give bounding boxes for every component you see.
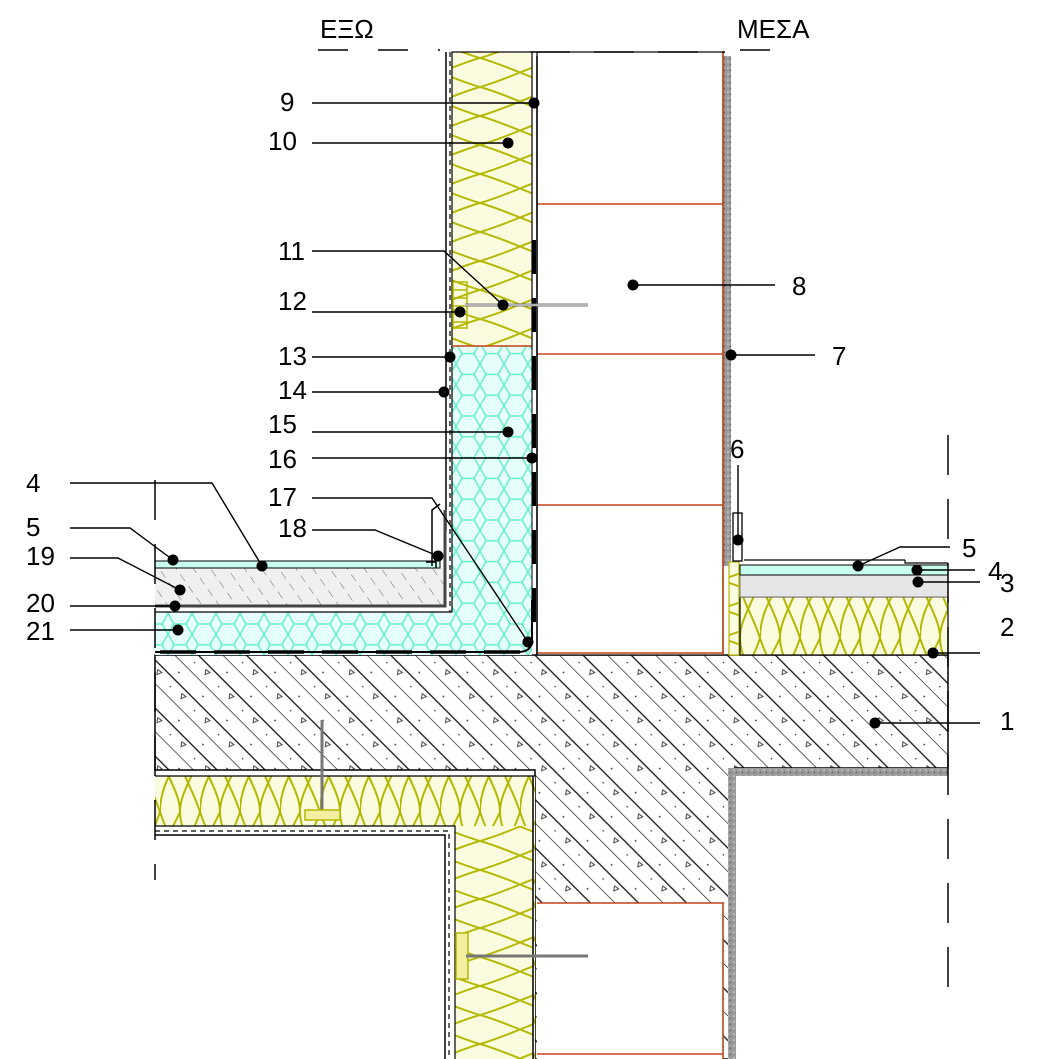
- callout-dot-c12: [454, 306, 466, 318]
- ceiling-plaster: [728, 768, 948, 1059]
- callout-label-c1: 1: [1000, 706, 1014, 736]
- leader-line-c18: [312, 529, 439, 557]
- callout-dot-c17: [522, 636, 534, 648]
- callout-label-c6: 6: [730, 434, 744, 464]
- callout-dot-c6: [732, 534, 744, 546]
- callout-dot-c16: [526, 452, 538, 464]
- callout-dot-c15: [502, 426, 514, 438]
- callout-label-c21: 21: [26, 616, 55, 646]
- callout-label-c4l: 4: [26, 468, 40, 498]
- callout-label-c10: 10: [268, 126, 297, 156]
- callout-label-c5l: 5: [26, 512, 40, 542]
- callout-label-c7: 7: [832, 341, 846, 371]
- callout-label-c14: 14: [278, 375, 307, 405]
- callout-label-c2: 2: [1000, 612, 1014, 642]
- callout-label-c4r: 4: [988, 556, 1002, 586]
- outside-label: ΕΞΩ: [320, 14, 374, 44]
- callout-label-c11: 11: [278, 236, 305, 266]
- leader-line-c5l: [70, 527, 174, 561]
- screed-outside: [155, 568, 445, 606]
- callout-label-c8: 8: [792, 271, 806, 301]
- callout-dot-c4r: [911, 564, 923, 576]
- inside-label: ΜΕΣΑ: [737, 14, 810, 44]
- callout-dot-c11: [497, 299, 509, 311]
- callout-dot-c7: [725, 349, 737, 361]
- leader-line-c17: [312, 497, 529, 643]
- leader-line-c19: [70, 557, 181, 591]
- leader-line-c5r: [857, 546, 950, 567]
- callout-label-c20: 20: [26, 588, 55, 618]
- callout-label-c17: 17: [268, 482, 297, 512]
- callout-label-c13: 13: [278, 341, 307, 371]
- interior-plaster: [723, 56, 731, 566]
- callout-dot-c3: [912, 576, 924, 588]
- callout-dot-c5r: [852, 560, 864, 572]
- callout-dot-c21: [172, 624, 184, 636]
- callout-label-c5r: 5: [962, 533, 976, 563]
- brick-wall-lower: [537, 903, 723, 1059]
- callout-label-c12: 12: [278, 286, 307, 316]
- callout-label-c15: 15: [268, 409, 297, 439]
- callout-dot-c20: [169, 600, 181, 612]
- floor-insulation: [739, 596, 949, 656]
- callout-dot-c14: [438, 386, 450, 398]
- callout-dot-c4l: [256, 560, 268, 572]
- callout-label-c16: 16: [268, 444, 297, 474]
- callout-dot-c10: [502, 137, 514, 149]
- callout-dot-c18: [432, 550, 444, 562]
- edge-insulation-strip: [728, 561, 740, 656]
- callout-dot-c5l: [167, 554, 179, 566]
- callout-label-c9: 9: [280, 87, 294, 117]
- callout-dot-c2: [927, 647, 939, 659]
- callout-dot-c19: [174, 584, 186, 596]
- callout-label-c18: 18: [278, 513, 307, 543]
- leader-line-c4l: [70, 482, 263, 567]
- callout-dot-c13: [444, 351, 456, 363]
- callout-dot-c8: [627, 279, 639, 291]
- callout-label-c19: 19: [26, 541, 55, 571]
- callout-dot-c9: [528, 97, 540, 109]
- leader-line-c11: [312, 250, 504, 306]
- callout-dot-c1: [869, 717, 881, 729]
- callout-label-c3: 3: [1000, 568, 1014, 598]
- xps-insulation: [155, 346, 532, 655]
